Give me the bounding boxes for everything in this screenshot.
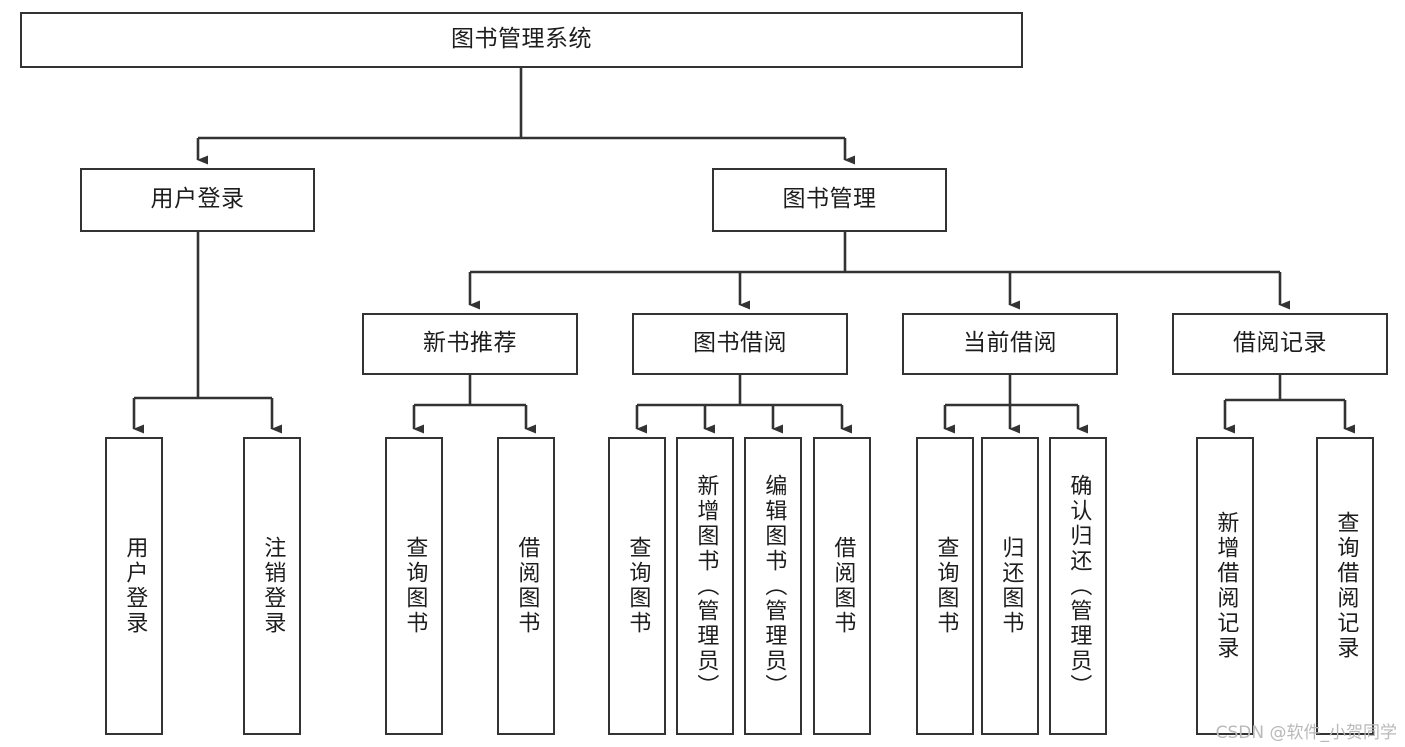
node-leaf-edit-book[interactable]: 编辑图书（管理员）: [744, 437, 802, 735]
node-label: 确认归还（管理员）: [1066, 473, 1092, 699]
node-label: 新增图书（管理员）: [693, 473, 719, 699]
node-label: 图书借阅: [693, 330, 787, 357]
node-current-borrow[interactable]: 当前借阅: [902, 313, 1118, 375]
node-leaf-logout-login[interactable]: 注销登录: [243, 437, 301, 735]
node-leaf-return-book[interactable]: 归还图书: [981, 437, 1039, 735]
node-leaf-query-book-3[interactable]: 查询图书: [916, 437, 974, 735]
node-label: 新增借阅记录: [1213, 511, 1239, 661]
node-new-book-recommend[interactable]: 新书推荐: [362, 313, 578, 375]
node-book-management-system[interactable]: 图书管理系统: [20, 12, 1023, 68]
node-leaf-borrow-book-1[interactable]: 借阅图书: [497, 437, 555, 735]
node-book-borrow[interactable]: 图书借阅: [632, 313, 848, 375]
node-leaf-add-record[interactable]: 新增借阅记录: [1196, 437, 1254, 735]
node-label: 编辑图书（管理员）: [761, 473, 787, 699]
node-leaf-query-book-2[interactable]: 查询图书: [608, 437, 666, 735]
node-label: 当前借阅: [963, 330, 1057, 357]
node-label: 借阅图书: [514, 536, 540, 636]
watermark: CSDN @软件_小贺同学: [1215, 723, 1397, 743]
node-label: 新书推荐: [423, 330, 517, 357]
node-label: 归还图书: [998, 536, 1024, 636]
node-label: 查询图书: [625, 536, 651, 636]
node-label: 用户登录: [150, 186, 245, 213]
node-label: 借阅记录: [1233, 330, 1327, 357]
node-leaf-query-book-1[interactable]: 查询图书: [385, 437, 443, 735]
node-label: 借阅图书: [830, 536, 856, 636]
node-leaf-confirm-return[interactable]: 确认归还（管理员）: [1049, 437, 1107, 735]
node-leaf-borrow-book-2[interactable]: 借阅图书: [813, 437, 871, 735]
node-label: 查询图书: [933, 536, 959, 636]
node-borrow-record[interactable]: 借阅记录: [1172, 313, 1388, 375]
node-label: 图书管理系统: [451, 26, 592, 53]
node-label: 用户登录: [122, 536, 148, 636]
node-leaf-add-book[interactable]: 新增图书（管理员）: [676, 437, 734, 735]
node-book-manage[interactable]: 图书管理: [712, 168, 947, 232]
node-label: 注销登录: [260, 536, 286, 636]
node-leaf-user-login[interactable]: 用户登录: [105, 437, 163, 735]
node-user-login[interactable]: 用户登录: [80, 168, 315, 232]
node-leaf-query-record[interactable]: 查询借阅记录: [1316, 437, 1374, 735]
node-label: 查询借阅记录: [1333, 511, 1359, 661]
node-label: 图书管理: [782, 186, 877, 213]
node-label: 查询图书: [402, 536, 428, 636]
